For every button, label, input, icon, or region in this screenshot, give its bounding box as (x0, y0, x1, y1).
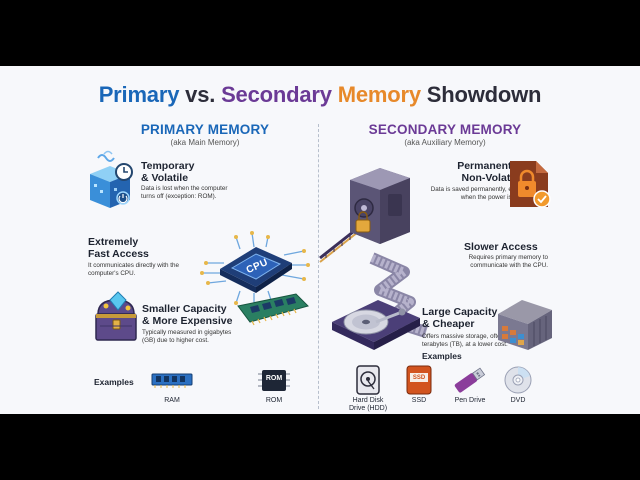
title-vs: vs. (185, 82, 216, 107)
secondary-example-ssd-label: SSD (411, 397, 427, 404)
ram-stick-icon (237, 293, 309, 326)
primary-example-ram-label: RAM (164, 397, 180, 404)
page-title: Primary vs. Secondary Memory Showdown (0, 82, 640, 108)
title-showdown: Showdown (426, 82, 542, 107)
locked-file-icon (510, 161, 551, 208)
primary-feature-3-title-line2: & More Expensive (142, 315, 233, 327)
infographic-canvas: Primary vs. Secondary Memory Showdown PR… (0, 66, 640, 414)
secondary-feature-2-title: Slower Access (464, 241, 538, 253)
treasure-chest-icon (95, 291, 137, 341)
secondary-subheading: (aka Auxiliary Memory) (404, 138, 486, 147)
primary-feature-2-title-line2: Fast Access (88, 248, 149, 260)
secondary-feature-1-title-line1: Permanent & (457, 160, 522, 172)
primary-feature-2-title: Extremely Fast Access (88, 236, 149, 260)
primary-feature-1-title-line1: Temporary (141, 160, 195, 172)
secondary-feature-3-title-line1: Large Capacity (422, 306, 498, 318)
primary-feature-2-title-line1: Extremely (88, 236, 139, 248)
secondary-feature-1-title-line2: Non-Volatile (461, 172, 522, 184)
secondary-feature-1-desc: Data is saved permanently, even when the… (430, 186, 522, 201)
primary-examples-heading: Examples (94, 377, 134, 387)
secondary-example-pen-drive-label: Pen Drive (454, 397, 486, 404)
primary-feature-3-title-line1: Smaller Capacity (142, 303, 227, 315)
rom-chip-text: ROM (265, 375, 283, 382)
secondary-feature-3-title-line2: & Cheaper (422, 318, 475, 330)
primary-feature-2-desc: It communicates directly with the comput… (88, 262, 179, 277)
primary-feature-3-title: Smaller Capacity & More Expensive (142, 303, 232, 327)
cpu-chip-icon (200, 231, 310, 307)
primary-feature-1-desc: Data is lost when the computer turns off… (141, 185, 228, 200)
primary-subheading: (aka Main Memory) (170, 138, 240, 147)
secondary-feature-2-desc: Requires primary memory to communicate w… (468, 254, 548, 269)
primary-heading: PRIMARY MEMORY (140, 122, 270, 137)
ssd-chip-text: SSD (412, 375, 426, 381)
pen-drive-icon (454, 367, 486, 393)
warehouse-icon (498, 300, 552, 350)
rom-chip-icon (258, 370, 290, 391)
secondary-feature-3-desc: Offers massive storage, often in terabyt… (422, 333, 511, 348)
secondary-example-dvd-label: DVD (510, 397, 526, 404)
secondary-examples-heading: Examples (422, 351, 462, 361)
ssd-example-icon (406, 365, 432, 395)
ice-cube-icon (90, 150, 133, 208)
ram-example-icon (151, 373, 193, 388)
center-divider (318, 124, 319, 409)
secondary-heading: SECONDARY MEMORY (368, 122, 522, 137)
primary-feature-3-desc: Typically measured in gigabytes (GB) due… (142, 329, 232, 344)
primary-example-rom-label: ROM (265, 397, 283, 404)
title-secondary: Secondary (221, 82, 332, 107)
hdd-disk-icon (332, 300, 420, 350)
dvd-disc-icon (504, 366, 532, 394)
primary-feature-1-title: Temporary & Volatile (141, 160, 195, 184)
secondary-feature-1-title: Permanent & Non-Volatile (438, 160, 522, 184)
secondary-feature-3-title: Large Capacity & Cheaper (422, 306, 497, 330)
title-primary: Primary (98, 82, 180, 107)
title-memory: Memory (337, 82, 421, 107)
hdd-example-icon (356, 365, 380, 395)
secondary-example-hdd-label: Hard Disk Drive (HDD) (348, 397, 388, 412)
primary-feature-1-title-line2: & Volatile (141, 172, 189, 184)
